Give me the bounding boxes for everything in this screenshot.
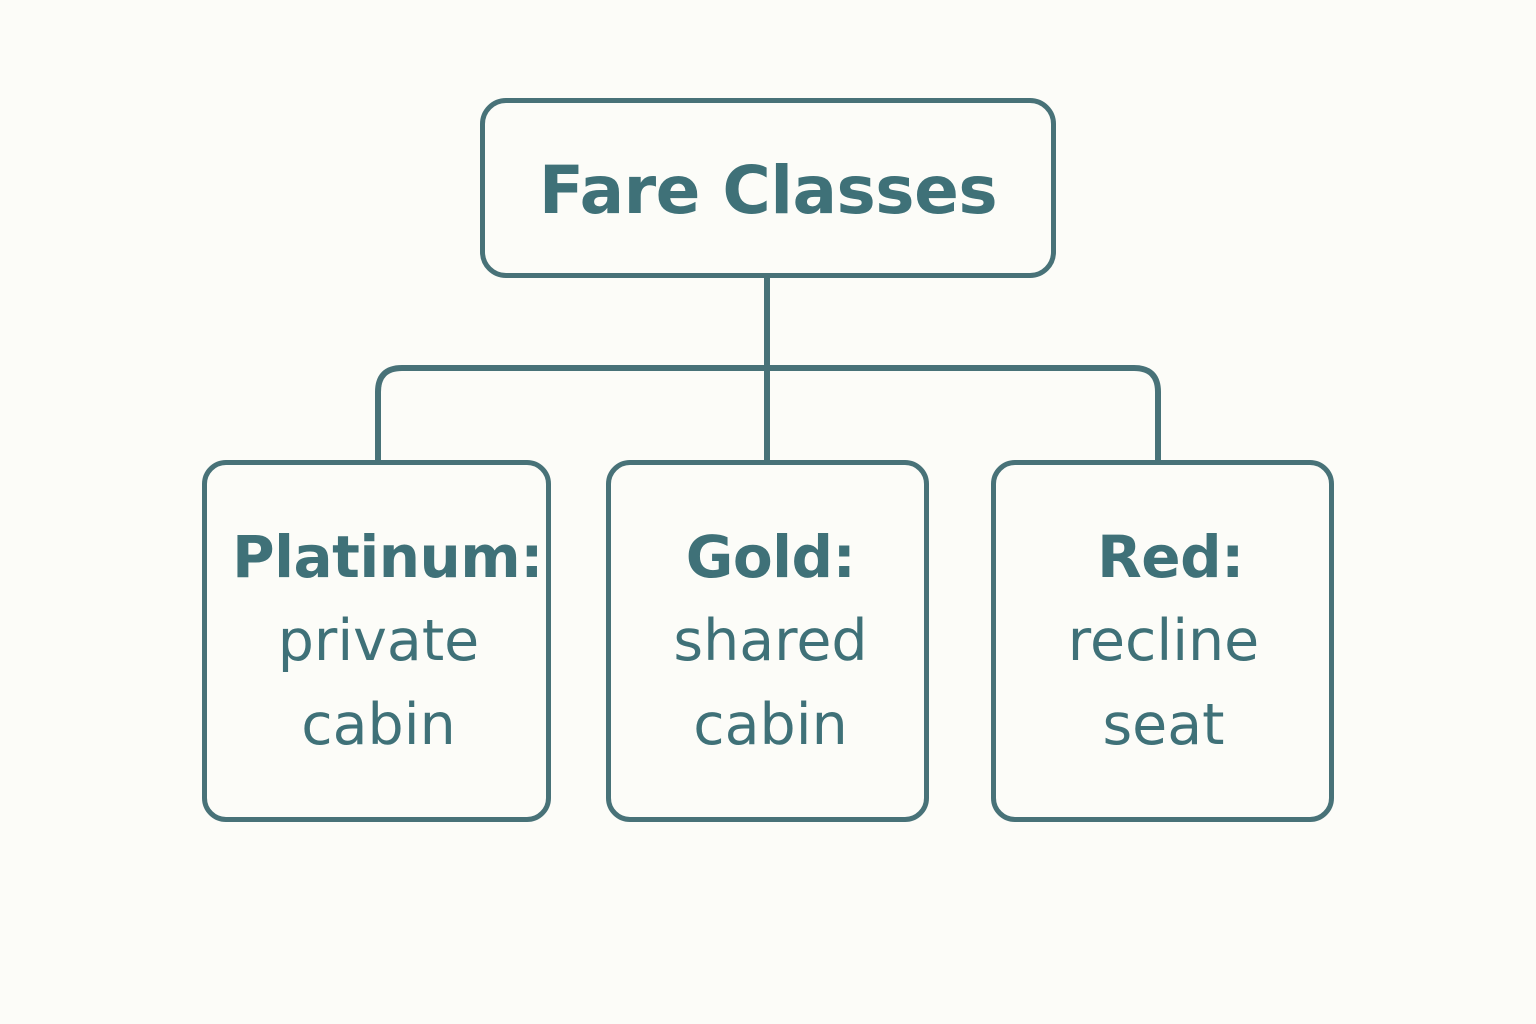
child-node-label: Gold: xyxy=(685,523,856,591)
child-node-description: shared cabin xyxy=(673,608,868,758)
root-node-title: Fare Classes xyxy=(538,151,998,229)
child-node-description: private cabin xyxy=(277,608,480,758)
root-node-fare-classes: Fare Classes xyxy=(480,98,1056,278)
child-node-gold: Gold: shared cabin xyxy=(606,460,929,822)
child-node-label: Platinum: xyxy=(232,523,543,591)
child-node-label: Red: xyxy=(1097,523,1244,591)
child-node-description: recline seat xyxy=(1067,608,1260,758)
child-node-platinum: Platinum: private cabin xyxy=(202,460,551,822)
child-node-red: Red: recline seat xyxy=(991,460,1334,822)
